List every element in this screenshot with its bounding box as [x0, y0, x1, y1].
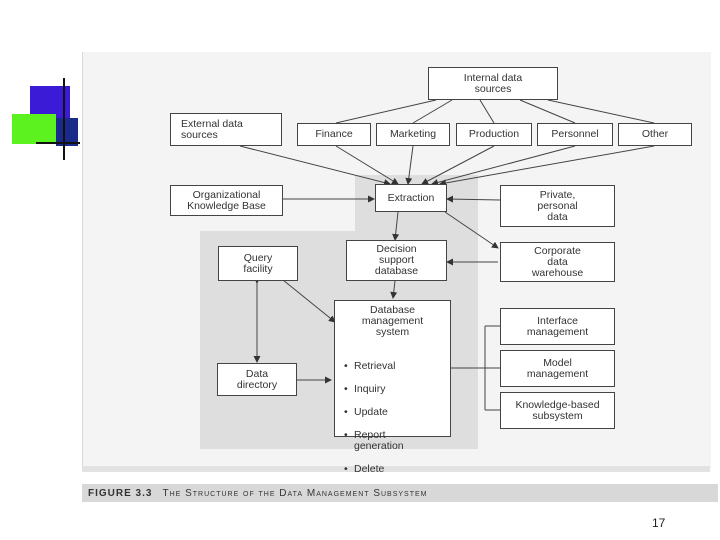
edge-extraction-warehouse [444, 211, 499, 249]
edge-personnel-extraction [431, 145, 576, 186]
decor-green-square [12, 114, 56, 144]
dbms-function-list: Retrieval Inquiry Update Report generati… [343, 349, 404, 487]
corporate-data-warehouse-box: Corporate data warehouse [500, 242, 615, 282]
extraction-box: Extraction [375, 184, 447, 212]
internal-data-sources-box: Internal data sources [428, 67, 558, 100]
query-facility-box: Query facility [218, 246, 298, 281]
decor-navy-square [56, 118, 78, 146]
dbms-title: Database management system [361, 304, 424, 338]
dbms-function-item: Retrieval [343, 360, 404, 373]
personnel-box: Personnel [537, 123, 613, 146]
other-box: Other [618, 123, 692, 146]
edge-internal-finance [335, 99, 437, 124]
private-personal-data-box: Private, personal data [500, 185, 615, 227]
dbms-box: Database management system Retrieval Inq… [334, 300, 451, 475]
edge-finance-extraction [335, 145, 399, 185]
edge-query-dbms [276, 273, 336, 323]
model-management-box: Model management [500, 350, 615, 387]
dbms-function-item: Update [343, 406, 404, 419]
edge-other-extraction [439, 145, 655, 187]
marketing-box: Marketing [376, 123, 450, 146]
data-directory-box: Data directory [217, 363, 297, 396]
organizational-knowledge-base-box: Organizational Knowledge Base [170, 185, 283, 216]
edge-internal-marketing [412, 99, 453, 124]
finance-box: Finance [297, 123, 371, 146]
interface-management-box: Interface management [500, 308, 615, 345]
edge-external-extraction [239, 145, 391, 186]
edge-internal-personnel [519, 99, 576, 124]
edge-marketing-extraction [405, 145, 414, 185]
decor-horizontal-line [36, 142, 80, 144]
external-data-sources-box: External data sources [170, 113, 282, 146]
production-box: Production [456, 123, 532, 146]
edge-dssdb-dbms [390, 280, 398, 299]
figure-title: The Structure of the Data Management Sub… [162, 487, 428, 499]
decision-support-database-box: Decision support database [346, 240, 447, 281]
knowledge-based-subsystem-box: Knowledge-based subsystem [500, 392, 615, 429]
decor-vertical-line [63, 78, 65, 160]
dbms-function-item: Delete [343, 463, 404, 476]
edge-internal-production [479, 99, 495, 124]
page-number: 17 [652, 516, 666, 530]
figure-number: FIGURE 3.3 [88, 487, 153, 499]
edge-production-extraction [421, 145, 495, 185]
edge-extraction-dssdb [392, 211, 400, 241]
figure-caption: FIGURE 3.3 The Structure of the Data Man… [82, 484, 718, 502]
edge-internal-other [547, 99, 655, 124]
edge-private-extraction [446, 195, 501, 203]
dbms-function-item: Report generation [343, 429, 404, 453]
dbms-function-item: Inquiry [343, 383, 404, 396]
